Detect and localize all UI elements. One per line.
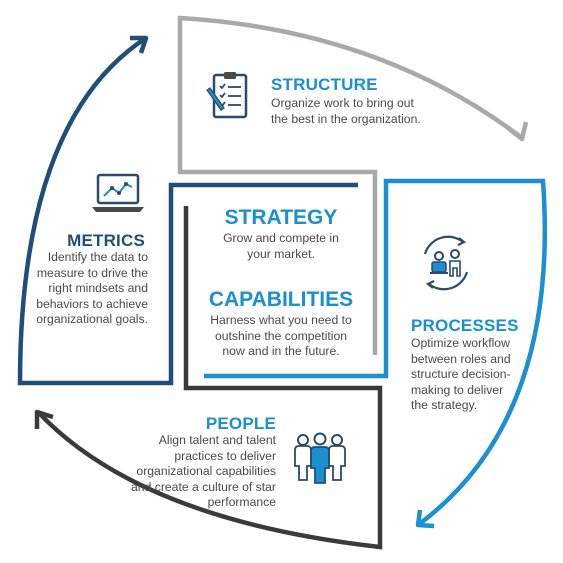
people-title: PEOPLE (205, 414, 276, 433)
team-group-icon (294, 432, 346, 484)
processes-description: Optimize workflow between roles and stru… (411, 336, 511, 414)
capabilities-description: Harness what you need to outshine the co… (200, 313, 362, 360)
people-line-2: practices to deliver (174, 448, 276, 463)
people-frame-line (36, 206, 383, 550)
metrics-line-5: organizational goals. (36, 312, 148, 326)
metrics-line-1: Identify the data to (47, 250, 148, 264)
capabilities-line-1: Harness what you need to (210, 313, 352, 327)
metrics-line-4: behaviors to achieve (36, 296, 148, 311)
processes-line-5: the strategy. (411, 398, 478, 412)
strategy-line-1: Grow and compete in (223, 231, 339, 245)
strategy-title: STRATEGY (224, 206, 338, 229)
people-arrowhead (34, 409, 54, 429)
metrics-title: METRICS (67, 231, 145, 250)
metrics-frame-line (17, 36, 358, 386)
processes-line-4: making to deliver (411, 382, 504, 397)
structure-line-2: the best in the organization. (271, 111, 421, 126)
metrics-line-2: measure to drive the (36, 265, 148, 280)
processes-line-2: between roles and (411, 351, 511, 366)
structure-title: STRUCTURE (271, 75, 378, 94)
laptop-chart-icon (92, 173, 144, 212)
process-cycle-people-icon (423, 235, 469, 291)
processes-arrowhead (415, 509, 435, 529)
people-description: Align talent and talent practices to del… (131, 433, 276, 511)
processes-title: PROCESSES (411, 316, 519, 335)
people-line-4: and create a culture of star (131, 479, 276, 494)
people-line-1: Align talent and talent (158, 433, 276, 447)
clipboard-checklist-icon (206, 72, 248, 119)
capabilities-title: CAPABILITIES (208, 288, 354, 311)
metrics-arrowhead (130, 35, 149, 54)
structure-description: Organize work to bring out the best in t… (271, 96, 421, 127)
structure-line-1: Organize work to bring out (271, 96, 414, 110)
strategy-line-2: your market. (247, 246, 315, 261)
processes-line-3: structure decision- (411, 367, 511, 381)
capabilities-line-3: now and in the future. (222, 344, 340, 358)
capabilities-line-2: outshine the competition (214, 328, 348, 343)
people-line-3: organizational capabilities (136, 464, 276, 478)
processes-frame-line (204, 178, 548, 527)
structure-frame-line (177, 15, 524, 355)
processes-line-1: Optimize workflow (411, 336, 510, 350)
structure-arrowhead (506, 121, 529, 142)
strategy-description: Grow and compete in your market. (200, 231, 362, 262)
people-line-5: performance (207, 495, 276, 509)
metrics-line-3: right mindsets and (48, 281, 148, 295)
metrics-description: Identify the data to measure to drive th… (36, 250, 148, 328)
